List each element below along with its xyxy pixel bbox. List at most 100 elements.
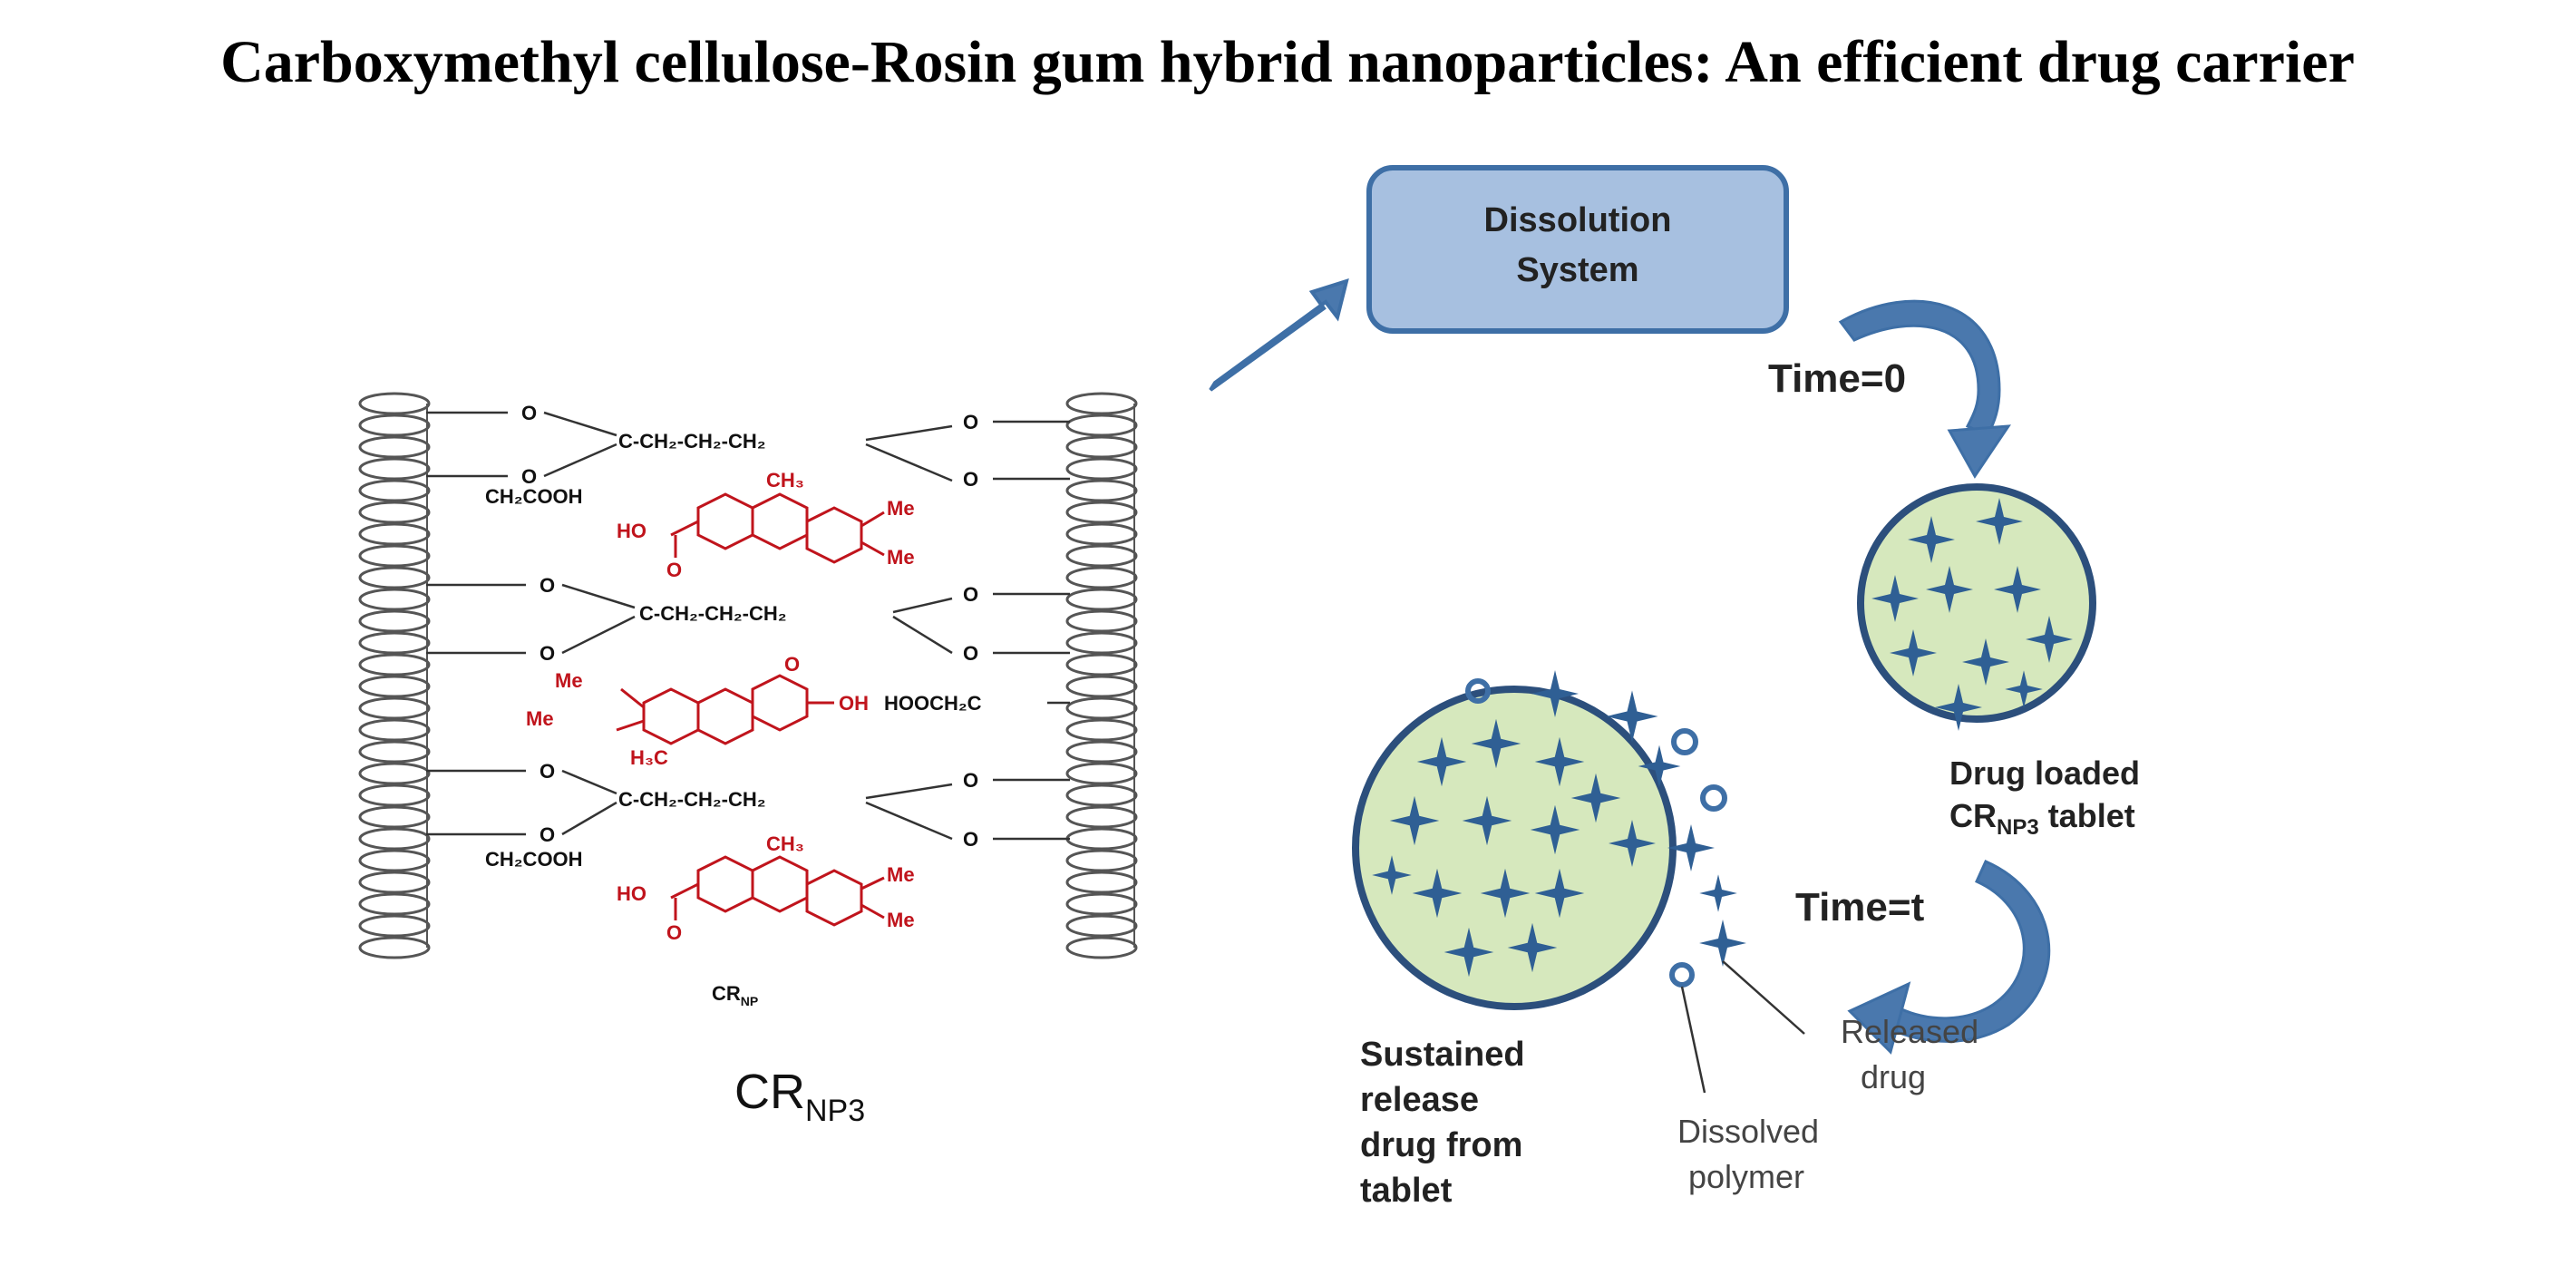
sustained-release-label: Sustained release drug from tablet [1360,1036,1525,1210]
oh-label: OH [839,692,869,715]
oxygen-label: O [963,828,978,851]
oxygen-label: O [666,921,682,944]
hoocch2c-label: HOOCH₂C [884,692,982,715]
helix-coil [358,675,431,698]
oxygen-label: O [963,769,978,792]
helix-coil [358,892,431,916]
ho-label: HO [617,520,646,542]
dissolution-label: Dissolution [1484,201,1672,239]
ch3-label: CH₃ [766,469,804,492]
drug-star-icon [1638,745,1681,788]
drug-star-icon [1976,498,2023,545]
oxygen-label: O [521,402,537,424]
rosin-molecule-2: Me Me O OH H₃C [526,653,869,769]
helix-coil [1065,936,1138,959]
helix-coil [1065,414,1138,437]
helix-coil [1065,718,1138,742]
drug-star-icon [2026,616,2073,663]
time0-label: Time=0 [1768,356,1906,401]
drug-star-icon [1444,927,1494,978]
diagonal-arrow [1209,278,1349,392]
drug-star-icon [1389,795,1440,846]
drug-star-icon [1935,684,1982,731]
helix-coil [358,392,431,415]
dissolved-polymer-label: Dissolved polymer [1677,1113,1819,1195]
helix-coil [358,414,431,437]
dissolved-polymer-rings [1465,678,1727,988]
released-line: drug [1861,1058,1926,1095]
helix-coil [1065,914,1138,938]
oxygen-label: O [963,468,978,491]
oxygen-label: O [540,760,555,783]
helix-coil [358,501,431,524]
rosin-molecule-1: CH₃ Me Me HO O [617,469,915,581]
drug-star-icon [1609,820,1656,867]
crnp3-tablet-label: CRNP3 tablet [1949,797,2135,840]
helix-coil [358,653,431,676]
helix-coil [358,936,431,959]
oxygen-label: O [666,559,682,581]
helix-coil [1065,783,1138,807]
drug-star-icon [1699,920,1746,967]
drug-star-icon [1890,629,1937,676]
helix-coil [358,631,431,655]
helix-coil [1065,740,1138,764]
helix-coil [1065,479,1138,502]
drug-star-icon [1416,736,1467,787]
drug-star-icon [1699,874,1737,912]
helix-coil [1065,544,1138,568]
me-label: Me [887,546,915,569]
ch3-label: CH₃ [766,832,804,855]
oxygen-label: O [963,411,978,433]
drug-star-icon [1372,855,1412,895]
oxygen-label: O [540,642,555,665]
helix-coil [358,566,431,589]
helix-coil [1065,609,1138,633]
helix-coil [1065,696,1138,720]
helix-coil [358,435,431,459]
drug-star-icon [1871,575,1919,622]
drug-star-icon [1534,868,1585,919]
released-stars [1531,670,1746,967]
helix-coil [1065,457,1138,481]
helix-coil [1065,588,1138,611]
dissolved-line: Dissolved [1677,1113,1819,1150]
timet-label: Time=t [1795,885,1925,929]
curved-arrow-timet [1847,860,2051,1055]
dissolved-line: polymer [1688,1158,1804,1195]
helix-coil [1065,566,1138,589]
helix-coil [358,457,431,481]
drug-star-icon [1507,922,1558,973]
linker-label: C-CH₂-CH₂-CH₂ [639,602,787,625]
drug-star-icon [1530,804,1580,855]
sustained-release-tablet [1352,686,1677,1010]
pointer-lines [1680,960,1805,1094]
helix-coil [1065,675,1138,698]
linker-label: C-CH₂-CH₂-CH₂ [618,788,766,811]
helix-coil [1065,827,1138,851]
drug-star-icon [1962,638,2009,686]
released-drug-label: Released drug [1841,1013,1978,1095]
system-label: System [1516,251,1638,289]
curved-arrow-time0 [1838,299,2011,479]
drug-star-icon [2005,670,2043,708]
dissolution-system-box: Dissolution System [1366,165,1789,334]
oxygen-label: O [963,642,978,665]
me-label: Me [887,497,915,520]
linker-label: C-CH₂-CH₂-CH₂ [618,430,766,453]
ch2cooh-label: CH₂COOH [485,848,583,871]
helix-coil [358,696,431,720]
helix-coil [358,871,431,894]
helix-coil [358,849,431,872]
helix-coil [1065,631,1138,655]
rosin-molecule-3: CH₃ Me Me HO O [617,832,915,944]
me-label: Me [555,669,583,692]
helix-coil [358,588,431,611]
cellulose-helix-right [1065,392,1138,959]
helix-coil [358,827,431,851]
crnp3-label: CRNP3 [734,1065,865,1128]
helix-coil [358,718,431,742]
drug-star-icon [1570,773,1621,823]
oxygen-label: O [540,823,555,846]
